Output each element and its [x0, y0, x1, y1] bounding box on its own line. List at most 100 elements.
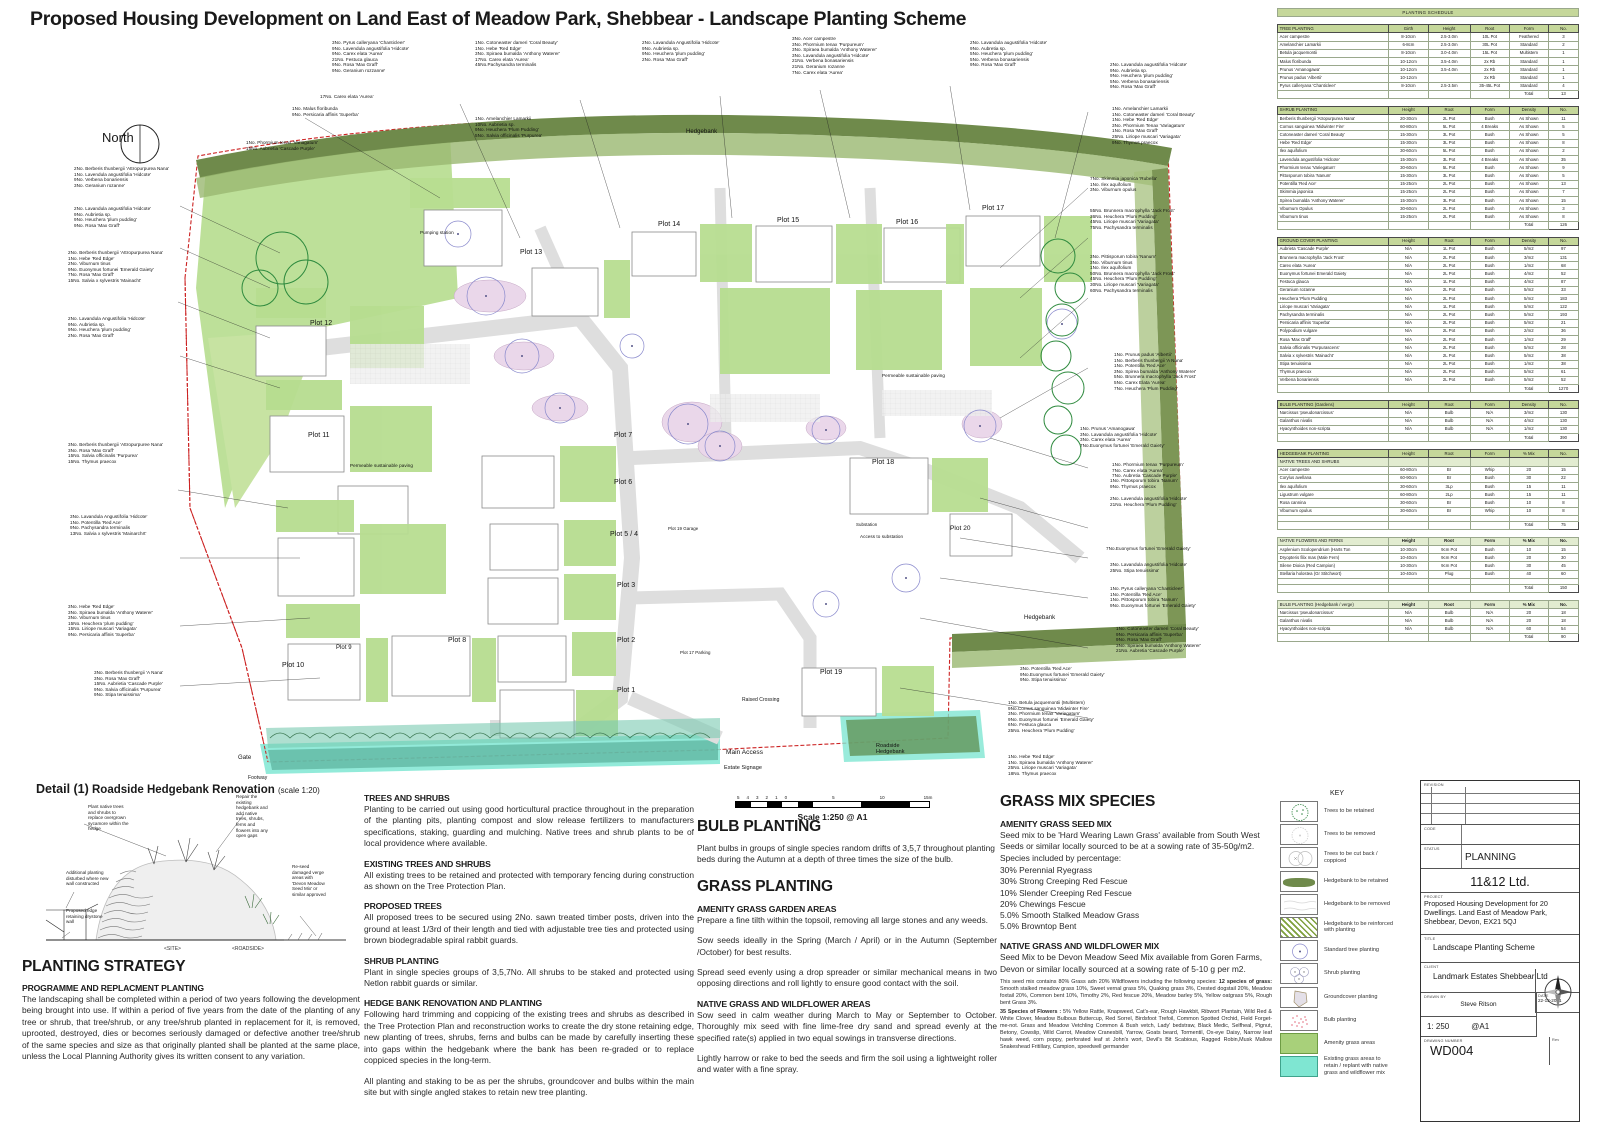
grass-species-list: Smooth stalked meadow grass 10%, Sweet v…	[1000, 986, 1272, 1007]
cell: N/A	[1388, 367, 1429, 377]
cell: Bush	[1469, 569, 1510, 579]
column-header: Form	[1469, 599, 1510, 610]
total-label: Total	[1508, 520, 1549, 530]
cell: Bush	[1469, 212, 1510, 222]
cell: 2x Rb	[1469, 65, 1510, 75]
cell: 2L Pot	[1427, 261, 1471, 271]
cell: 30-60cm	[1388, 163, 1429, 173]
cell: Rosa cannina	[1276, 498, 1390, 508]
drawing-title-section: TITLE Landscape Planting Scheme	[1421, 935, 1579, 963]
cell: 20	[1508, 616, 1549, 626]
cell: As Shown	[1508, 171, 1549, 181]
key-heading: KEY	[1330, 790, 1345, 797]
cell: Hyacynthoides non-scripta	[1276, 624, 1390, 634]
cell: 2.5-3.5m	[1427, 81, 1471, 91]
key-item-label: Existing grass areas to retain / replant…	[1324, 1056, 1388, 1076]
cell: As Shown	[1508, 146, 1549, 157]
column-header: No.	[1547, 536, 1580, 547]
trees-shrubs-section: TREES AND SHRUBS Planting to be carried …	[364, 793, 694, 1107]
cell: 5	[1547, 130, 1580, 140]
cell: Narcissus 'pseudonarcissus'	[1276, 408, 1390, 418]
cell: Brunnera macrophylla 'Jack Frost'	[1276, 253, 1390, 263]
cell: N/A	[1388, 253, 1429, 263]
table-row: Cotoneaster dameri 'Coral Beauty'15-30cm…	[1276, 130, 1580, 140]
planting-callout: 2No. Lavandula augustifolia 'Hidcote' 9N…	[970, 40, 1048, 68]
site-plan[interactable]: North Hedgebank Hedgebank Main Access Es…	[20, 36, 1265, 783]
proposed-trees-body: All proposed trees to be secured using 2…	[364, 912, 694, 946]
cell: 30	[1508, 561, 1549, 571]
cell: 2L Pot	[1427, 187, 1471, 197]
cell: 6-8cm	[1388, 40, 1429, 50]
title-block: REVISION CODE STATUS PLANNING 11&12 Ltd.…	[1420, 780, 1580, 1122]
plot-label: Plot 7	[614, 432, 633, 439]
table-header-row: HEDGEBANK PLANTING Height Root Form % Mi…	[1276, 449, 1580, 459]
scale-value: 1: 250	[1427, 1022, 1450, 1031]
cell: Multistem	[1508, 48, 1549, 58]
north-arrow: North	[102, 116, 166, 172]
bulb-planting-icon	[1280, 1009, 1318, 1031]
cell: As Shown	[1508, 179, 1549, 189]
cell: 52	[1547, 269, 1580, 279]
planting-strategy-heading: PLANTING STRATEGY	[22, 958, 186, 975]
cell: 122	[1547, 302, 1580, 312]
cell: Persicaria affinis 'Superba'	[1276, 318, 1390, 328]
grass-mix-heading: GRASS MIX SPECIES	[1000, 793, 1156, 810]
cell: Bush	[1469, 114, 1510, 124]
cell: 13	[1547, 179, 1580, 189]
cell: Bush	[1469, 171, 1510, 181]
tree-coppiced-icon	[1280, 847, 1318, 869]
drawn-by-value: Steve Ritson	[1460, 1000, 1497, 1008]
cell: 1L Pot	[1427, 244, 1471, 255]
amenity-grass-body-1: Prepare a fine tilth within the topsoil,…	[697, 914, 988, 925]
cell: Bush	[1469, 138, 1510, 148]
column-header: Root	[1427, 449, 1471, 459]
plot-label: Plot 14	[658, 221, 681, 228]
cell: 2L Pot	[1427, 326, 1471, 336]
cell: 30-60cm	[1388, 481, 1429, 492]
cell: Br	[1427, 465, 1471, 475]
cell: 3L Pot	[1427, 154, 1471, 165]
column-header: Height	[1388, 599, 1429, 610]
table-row: Stellaria holostea (Gr Stitchwort)10-40c…	[1276, 569, 1580, 579]
cell: Pyrus calleryana 'Chanticleer'	[1276, 81, 1390, 91]
cell: Liriope muscari 'Variagata'	[1276, 302, 1390, 312]
key-item-label: Groundcover planting	[1324, 993, 1378, 1000]
total-label: Total	[1508, 220, 1549, 230]
flower-species-label: 35 Species of Flowers :	[1000, 1009, 1062, 1016]
cell: Verbena bonariensis	[1276, 375, 1390, 386]
cell: 9cm Pot	[1427, 545, 1471, 555]
date-value: 22-12-2021	[1538, 998, 1562, 1003]
status-section: STATUS PLANNING	[1421, 845, 1579, 869]
cell: Standard	[1508, 81, 1549, 91]
amenity-grass-body-2: Sow seeds ideally in the Spring (March /…	[697, 935, 997, 957]
detail-scale: (scale 1:20)	[277, 786, 320, 795]
cell: 5/m2	[1508, 302, 1549, 312]
drawing-number-label: DRAWING NUMBER	[1424, 1038, 1463, 1043]
rev-section: Rev	[1549, 1037, 1579, 1065]
cell: Bush	[1469, 318, 1510, 328]
amenity-seed-mix-body: Seed mix to be 'Hard Wearing Lawn Grass'…	[1000, 830, 1260, 863]
planting-callout: 3No. Pyrus calleryana 'Chanticleer' 9No.…	[332, 40, 410, 73]
cell: 2L Pot	[1427, 253, 1471, 263]
column-header: No.	[1547, 599, 1580, 610]
planting-callout: 1No. Cotoneaster dameri 'Coral Beauty' 9…	[1116, 626, 1201, 654]
cell: 60-80cm	[1388, 465, 1429, 475]
planting-callout: 1No. Malus floribunda 9No. Persicaria af…	[292, 106, 359, 117]
total-value: 390	[1547, 432, 1580, 443]
key-item: Existing grass areas to retain / replant…	[1280, 1056, 1418, 1078]
cell: 1L Pot	[1427, 302, 1471, 312]
cell: Acer campestre	[1276, 465, 1390, 475]
cell: 22	[1547, 473, 1580, 483]
column-header: Root	[1427, 536, 1471, 547]
cell: N/A	[1469, 416, 1510, 426]
cell: 20-30cm	[1388, 114, 1429, 124]
cell: N/A	[1388, 261, 1429, 271]
